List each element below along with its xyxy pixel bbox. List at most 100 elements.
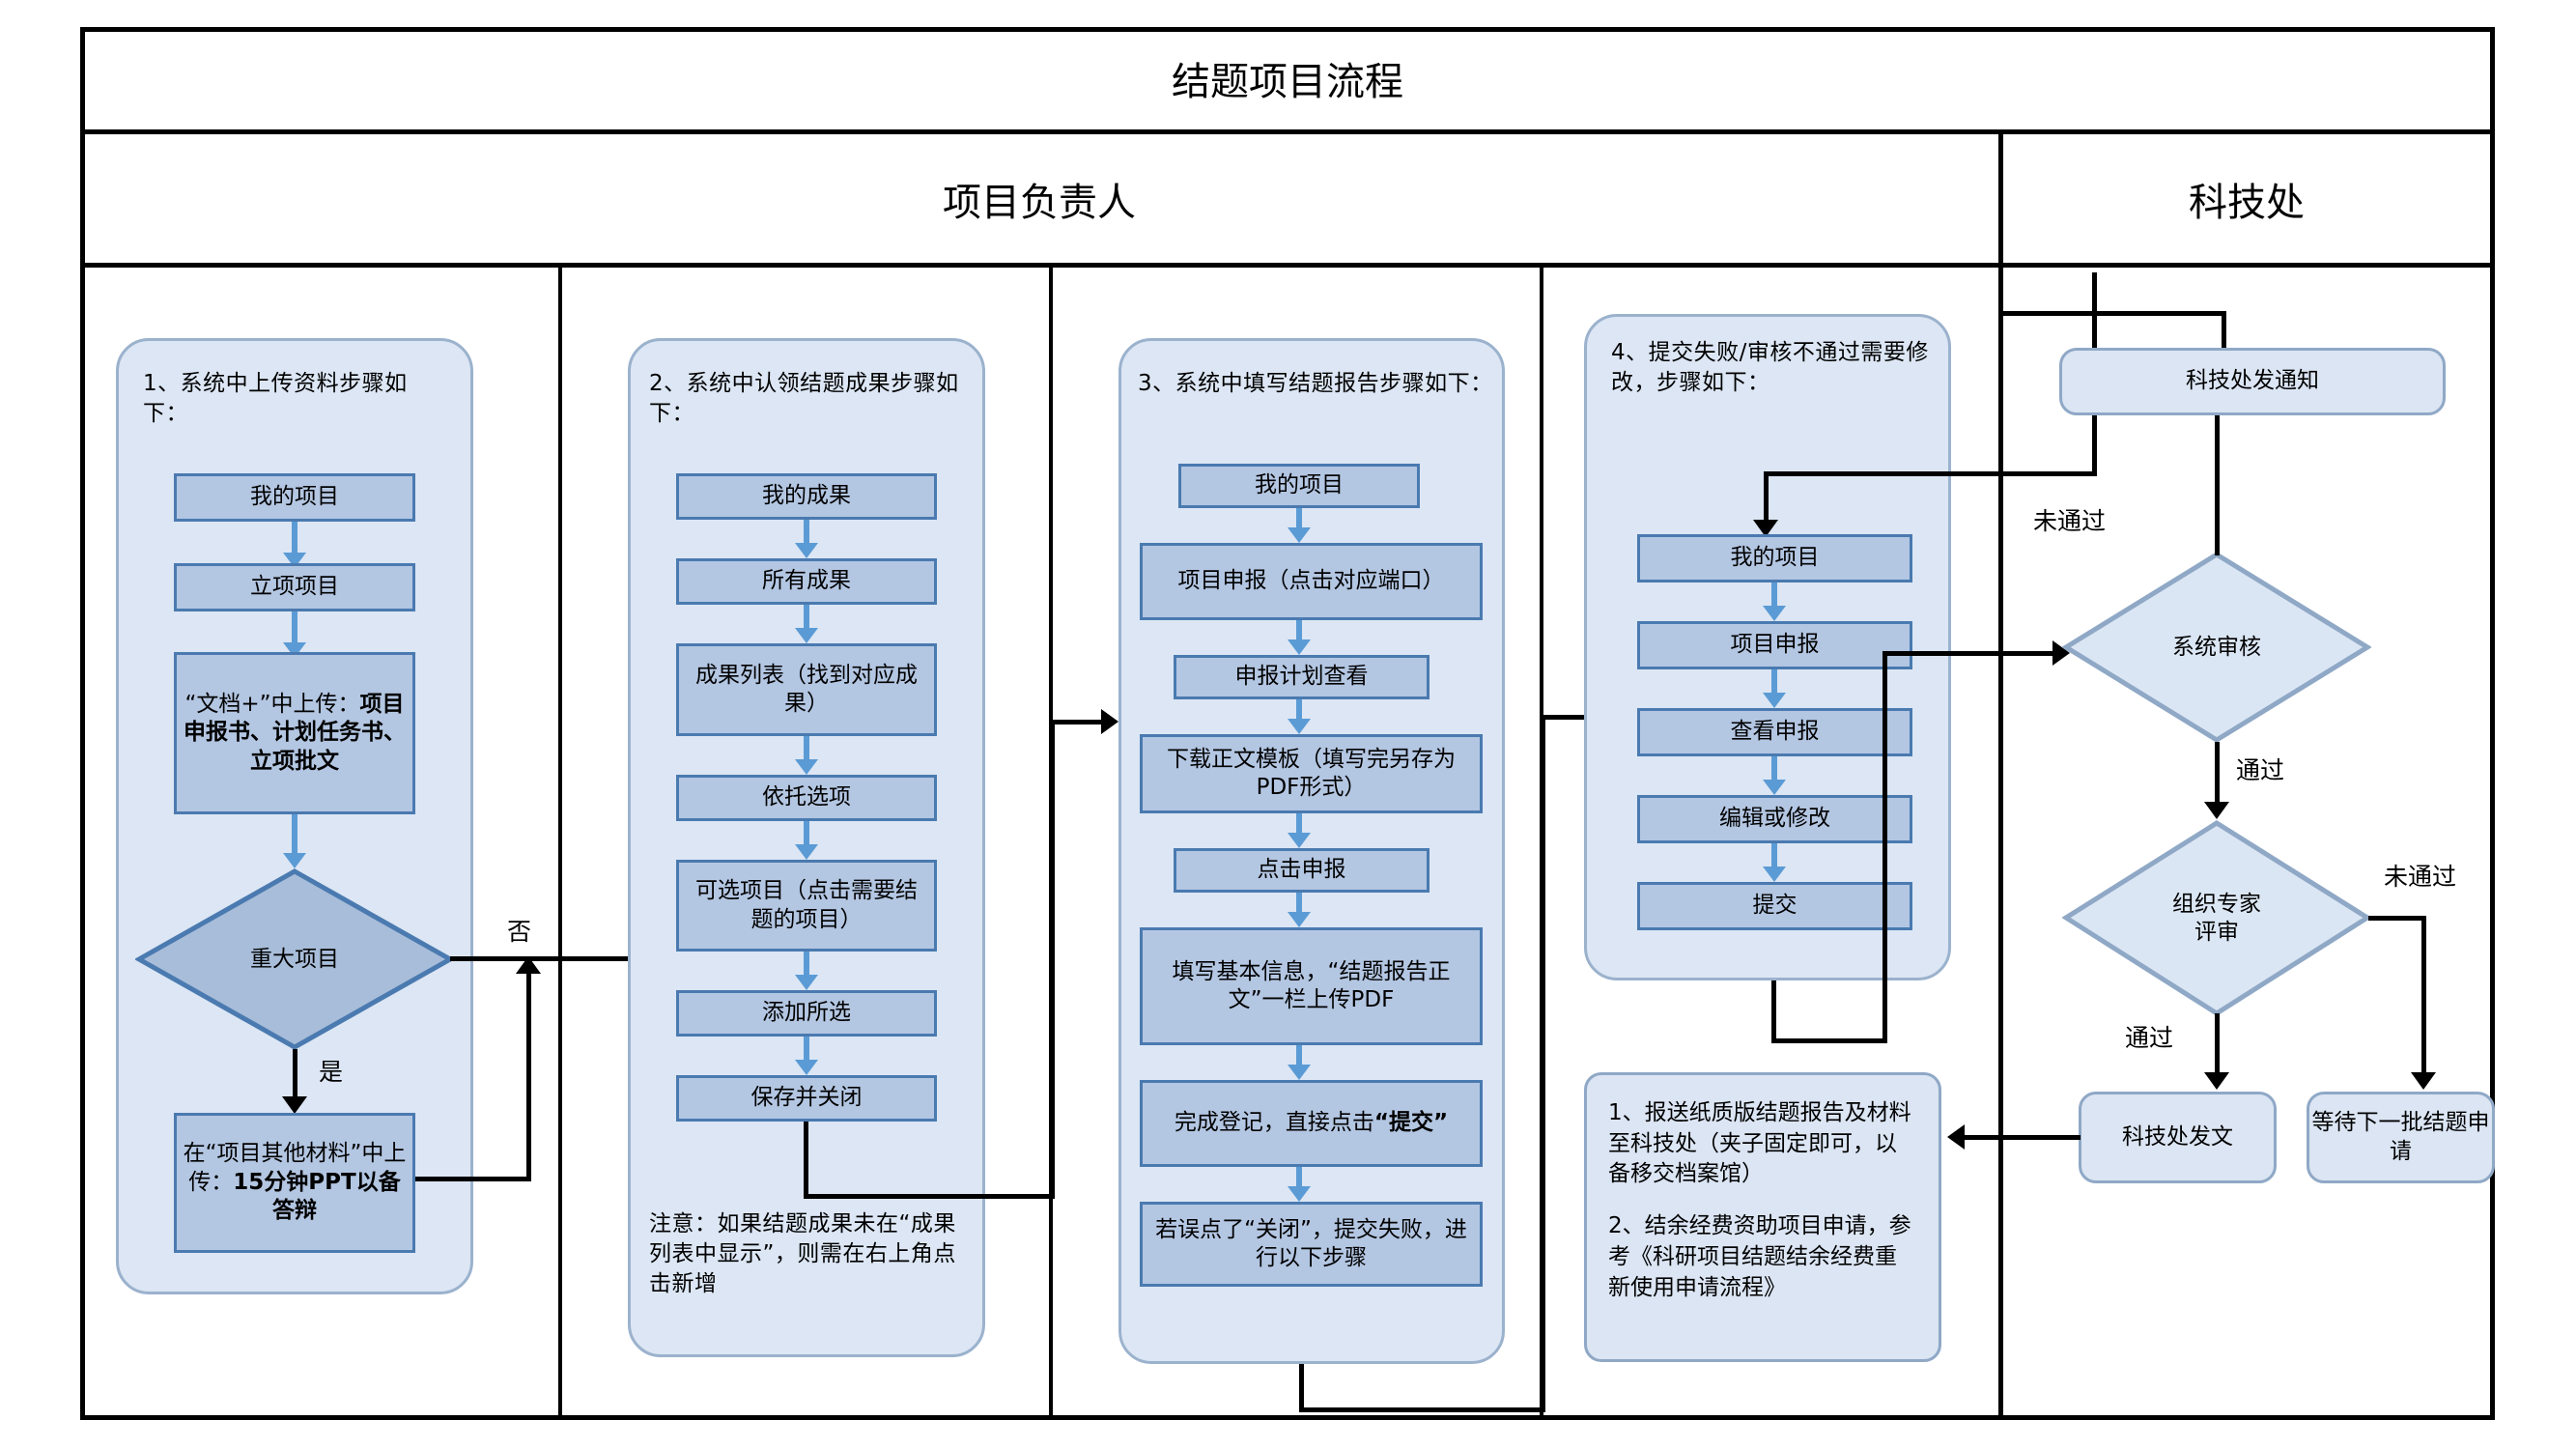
group-2-step-4[interactable]: 依托选项 <box>676 775 937 821</box>
divider-col1-col2 <box>558 268 562 1415</box>
connector-g3-6-7 <box>1296 1045 1302 1072</box>
connector-g3-5-6 <box>1296 893 1302 920</box>
edge-g1-loop-vertical <box>526 971 531 1181</box>
connector-g1-2-3 <box>292 611 297 650</box>
connector-g1-1-2 <box>292 522 297 560</box>
group-3-step-4[interactable]: 下载正文模板（填写完另存为PDF形式） <box>1140 734 1483 813</box>
group-3-step-8[interactable]: 若误点了“关闭”，提交失败，进行以下步骤 <box>1140 1202 1483 1287</box>
group-2-heading: 2、系统中认领结题成果步骤如下： <box>649 371 959 427</box>
group-3-step-7[interactable]: 完成登记，直接点击“提交” <box>1140 1080 1483 1167</box>
arrow-g3-1-2-icon <box>1288 527 1311 543</box>
edge-expert-pass-arrow-icon <box>2204 1072 2229 1090</box>
edge-notice-feed <box>2222 311 2226 348</box>
group-2-step-3-text: 成果列表（找到对应成果） <box>695 662 918 716</box>
group-4-heading: 4、提交失败/审核不通过需要修改，步骤如下： <box>1611 340 1929 396</box>
connector-g2-6-7 <box>804 1037 809 1067</box>
final-notes-line-2: 2、结余经费资助项目申请，参考《科研项目结题结余经费重新使用申请流程》 <box>1608 1213 1911 1300</box>
edge-g2-to-g3-vertical <box>804 1122 808 1199</box>
group-2-step-3[interactable]: 成果列表（找到对应成果） <box>676 643 937 736</box>
edge-publish-to-notes-arrow-icon <box>1947 1124 1965 1150</box>
edge-g4-exit-up <box>1882 651 1887 1043</box>
connector-g4-4-5 <box>1771 843 1777 874</box>
edge-g4-exit-horizontal <box>1771 1038 1887 1043</box>
group-2-step-5[interactable]: 可选项目（点击需要结题的项目） <box>676 860 937 952</box>
edge-expert-fail-horizontal <box>2368 916 2426 921</box>
group-4-step-1[interactable]: 我的项目 <box>1637 534 1912 582</box>
edge-notice-feed-horizontal <box>2003 311 2226 316</box>
diamond-shape-icon <box>133 868 456 1050</box>
arrow-g4-1-2-icon <box>1763 606 1786 621</box>
group-1-step-1[interactable]: 我的项目 <box>174 473 415 522</box>
edge-g4-entry-horizontal <box>1764 471 2097 476</box>
office-notice-box: 科技处发通知 <box>2059 348 2446 415</box>
diagram-outer-frame <box>80 27 2495 1420</box>
decision-expert-review[interactable]: 组织专家评审 <box>2061 819 2372 1017</box>
group-3-heading: 3、系统中填写结题报告步骤如下： <box>1138 371 1493 396</box>
label-expert-review-pass: 通过 <box>2125 1024 2174 1052</box>
group-3-step-1[interactable]: 我的项目 <box>1178 464 1420 508</box>
edge-g1-loop-horizontal <box>415 1177 531 1181</box>
group-1-final-text: 在“项目其他材料”中上传：15分钟PPT以备答辩 <box>183 1141 407 1224</box>
connector-g2-1-2 <box>804 520 809 551</box>
arrow-g2-6-7-icon <box>795 1060 818 1075</box>
group-1-final-box[interactable]: 在“项目其他材料”中上传：15分钟PPT以备答辩 <box>174 1113 415 1253</box>
group-1-decision-label: 重大项目 <box>250 946 339 972</box>
arrow-g1-3-decision-icon <box>283 853 306 868</box>
group-4-step-2[interactable]: 项目申报 <box>1637 621 1912 669</box>
label-g1-no: 否 <box>507 918 532 946</box>
edge-system-review-pass-arrow-icon <box>2204 802 2229 819</box>
outcome-publish-box: 科技处发文 <box>2079 1092 2277 1183</box>
decision-system-review-label: 系统审核 <box>2172 634 2261 660</box>
arrow-g3-7-8-icon <box>1288 1186 1311 1202</box>
arrow-g4-2-3-icon <box>1763 693 1786 708</box>
edge-g3-to-g4-horizontal <box>1299 1407 1545 1412</box>
edge-g1-yes-arrow-icon <box>282 1096 307 1114</box>
group-1-step-3-text: “文档+”中上传：项目申报书、计划任务书、立项批文 <box>184 691 406 774</box>
group-1-step-2[interactable]: 立项项目 <box>174 563 415 611</box>
connector-g3-4-5 <box>1296 813 1302 840</box>
decision-expert-review-label: 组织专家评审 <box>2172 891 2261 945</box>
connector-g2-3-4 <box>804 736 809 767</box>
lane-title-owner: 项目负责人 <box>943 180 1136 225</box>
edge-publish-to-notes <box>1963 1135 2081 1140</box>
group-2-note: 注意：如果结题成果未在“成果列表中显示”，则需在右上角点击新增 <box>649 1211 956 1297</box>
edge-g1-loop-arrow-icon <box>516 956 541 974</box>
label-system-review-fail: 未通过 <box>2033 507 2107 535</box>
edge-expert-fail-arrow-icon <box>2411 1072 2436 1090</box>
arrow-g2-1-2-icon <box>795 543 818 558</box>
edge-g1-yes-vertical <box>293 1049 297 1107</box>
group-3-step-5[interactable]: 点击申报 <box>1174 848 1430 893</box>
group-2-step-7[interactable]: 保存并关闭 <box>676 1075 937 1122</box>
arrow-g4-4-5-icon <box>1763 867 1786 882</box>
group-1-step-3[interactable]: “文档+”中上传：项目申报书、计划任务书、立项批文 <box>174 652 415 814</box>
label-g1-yes: 是 <box>319 1058 344 1086</box>
group-4-step-5[interactable]: 提交 <box>1637 882 1912 930</box>
group-2-step-1[interactable]: 我的成果 <box>676 473 937 520</box>
group-3-step-6-text: 填写基本信息，“结题报告正文”一栏上传PDF <box>1172 958 1451 1012</box>
edge-into-system-review <box>2215 415 2220 555</box>
connector-g3-2-3 <box>1296 620 1302 647</box>
connector-g2-4-5 <box>804 821 809 852</box>
group-4-step-3[interactable]: 查看申报 <box>1637 708 1912 756</box>
lane-title-separator <box>80 263 2495 268</box>
lane-title-office: 科技处 <box>2189 180 2305 225</box>
arrow-g4-3-4-icon <box>1763 780 1786 795</box>
final-notes-box: 1、报送纸质版结题报告及材料至科技处（夹子固定即可，以备移交档案馆） 2、结余经… <box>1584 1072 1941 1362</box>
arrow-g2-3-4-icon <box>795 759 818 775</box>
group-3-step-2[interactable]: 项目申报（点击对应端口） <box>1140 543 1483 620</box>
connector-g4-2-3 <box>1771 669 1777 700</box>
label-system-review-pass: 通过 <box>2236 756 2285 784</box>
edge-g4-exit-vertical <box>1771 980 1776 1043</box>
group-3-step-7-text: 完成登记，直接点击“提交” <box>1174 1110 1449 1136</box>
edge-g4-exit-into-diamond <box>1882 651 2061 656</box>
group-3-step-6[interactable]: 填写基本信息，“结题报告正文”一栏上传PDF <box>1140 927 1483 1045</box>
group-3-step-3[interactable]: 申报计划查看 <box>1174 655 1430 699</box>
group-2-step-2[interactable]: 所有成果 <box>676 558 937 605</box>
group-1-decision-major[interactable]: 重大项目 <box>133 867 456 1051</box>
group-4-step-4[interactable]: 编辑或修改 <box>1637 795 1912 843</box>
final-notes-line-1: 1、报送纸质版结题报告及材料至科技处（夹子固定即可，以备移交档案馆） <box>1608 1100 1911 1187</box>
arrow-g3-3-4-icon <box>1288 719 1311 734</box>
decision-system-review[interactable]: 系统审核 <box>2061 551 2372 744</box>
group-2-step-6[interactable]: 添加所选 <box>676 990 937 1037</box>
